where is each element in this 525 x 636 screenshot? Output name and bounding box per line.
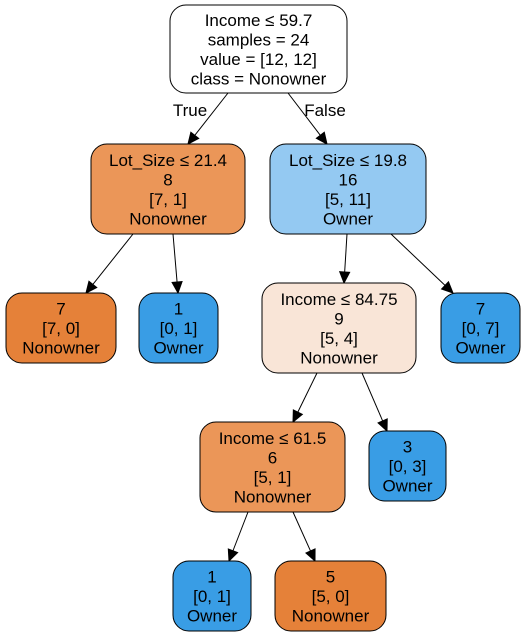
node-samples: 8	[163, 170, 172, 189]
node-split-rule: Income ≤ 59.7	[205, 11, 313, 30]
node-box	[172, 560, 252, 632]
edge-line	[194, 92, 229, 136]
node-value: [7, 1]	[149, 190, 187, 209]
node-samples: 1	[207, 568, 216, 587]
arrowhead-icon	[377, 418, 388, 433]
node-box	[274, 560, 387, 632]
arrowhead-icon	[187, 131, 200, 145]
node-samples: samples = 24	[208, 30, 310, 49]
tree-node-n2: Lot_Size ≤ 19.816[5, 11]Owner	[269, 143, 427, 235]
edge-line	[92, 233, 134, 285]
tree-node-n10: 5[5, 0]Nonowner	[274, 560, 387, 632]
node-split-rule: Income ≤ 61.5	[219, 429, 327, 448]
node-samples: 7	[476, 300, 485, 319]
edge-n5-n7	[292, 372, 318, 424]
edge-n2-n6	[390, 233, 454, 294]
arrowhead-icon	[227, 548, 239, 563]
node-class: Owner	[455, 339, 505, 358]
arrowhead-icon	[85, 280, 98, 294]
arrowhead-icon	[292, 409, 304, 424]
edge-n5-n8	[361, 372, 388, 433]
tree-node-n6: 7[0, 7]Owner	[440, 292, 521, 364]
node-value: [5, 1]	[254, 468, 292, 487]
node-class: Owner	[323, 209, 373, 228]
edge-line	[172, 233, 178, 283]
node-class: Owner	[382, 477, 432, 496]
edge-line	[361, 372, 384, 422]
arrowhead-icon	[315, 131, 328, 145]
node-value: [0, 3]	[389, 457, 427, 476]
tree-node-n5: Income ≤ 84.759[5, 4]Nonowner	[261, 282, 417, 374]
edge-line	[390, 233, 446, 286]
node-box	[199, 421, 346, 513]
node-value: [0, 1]	[193, 587, 231, 606]
tree-node-n1: Lot_Size ≤ 21.48[7, 1]Nonowner	[90, 143, 246, 235]
node-box	[5, 292, 117, 364]
node-class: Nonowner	[292, 607, 370, 626]
node-samples: 3	[403, 438, 412, 457]
edge-n2-n5	[338, 233, 351, 285]
node-value: [5, 0]	[312, 587, 350, 606]
node-box	[90, 143, 246, 235]
node-class: Nonowner	[129, 209, 207, 228]
tree-node-n7: Income ≤ 61.56[5, 1]Nonowner	[199, 421, 346, 513]
tree-node-n3: 7[7, 0]Nonowner	[5, 292, 117, 364]
node-box	[138, 292, 219, 364]
edge-line	[287, 92, 321, 136]
edge-line	[297, 372, 318, 413]
node-split-rule: Income ≤ 84.75	[280, 290, 397, 309]
node-value: value = [12, 12]	[200, 50, 317, 69]
node-samples: 5	[326, 568, 335, 587]
tree-node-n9: 1[0, 1]Owner	[172, 560, 252, 632]
node-box	[261, 282, 417, 374]
node-samples: 9	[334, 309, 343, 328]
edge-line	[232, 511, 249, 551]
edges-layer: True False	[85, 92, 454, 563]
node-value: [5, 11]	[325, 190, 371, 209]
arrowhead-icon	[338, 271, 351, 285]
edge-line	[292, 511, 311, 552]
node-class: Owner	[153, 339, 203, 358]
node-class: Nonowner	[22, 339, 100, 358]
node-value: [5, 4]	[320, 329, 358, 348]
edge-label-true: True	[173, 101, 207, 120]
node-box	[169, 4, 348, 94]
edge-n7-n10	[292, 511, 316, 563]
edge-n7-n9	[227, 511, 249, 563]
arrowhead-icon	[440, 280, 454, 294]
node-split-rule: Lot_Size ≤ 21.4	[109, 151, 227, 170]
arrowhead-icon	[305, 548, 316, 563]
node-samples: 7	[56, 300, 65, 319]
edge-label-false: False	[304, 101, 346, 120]
node-samples: 1	[174, 300, 183, 319]
node-class: Nonowner	[234, 487, 312, 506]
node-box	[368, 430, 447, 502]
node-value: [0, 7]	[462, 319, 500, 338]
tree-node-n8: 3[0, 3]Owner	[368, 430, 447, 502]
edge-n0-n2: False	[287, 92, 346, 145]
node-box	[269, 143, 427, 235]
node-samples: 16	[339, 170, 358, 189]
edge-n1-n4	[171, 233, 183, 295]
node-value: [0, 1]	[160, 319, 198, 338]
node-split-rule: Lot_Size ≤ 19.8	[289, 151, 407, 170]
node-box	[440, 292, 521, 364]
node-samples: 6	[268, 448, 277, 467]
edge-line	[344, 233, 348, 273]
edge-n1-n3	[85, 233, 134, 294]
node-class: Nonowner	[300, 348, 378, 367]
node-class: Owner	[187, 607, 237, 626]
arrowhead-icon	[171, 281, 183, 295]
tree-node-n4: 1[0, 1]Owner	[138, 292, 219, 364]
edge-n0-n1: True	[173, 92, 229, 145]
node-class: class = Nonowner	[191, 69, 327, 88]
node-value: [7, 0]	[42, 319, 80, 338]
